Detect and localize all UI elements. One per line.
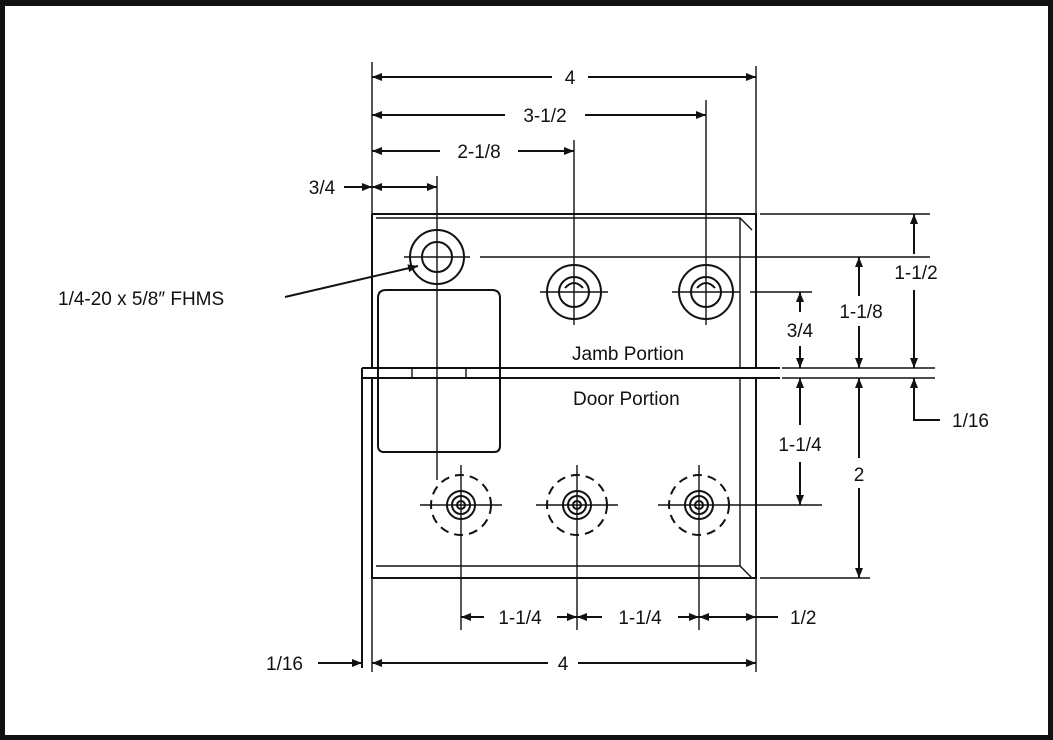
dim-door-height: 2	[854, 378, 865, 578]
dim-overall-bottom: 4	[372, 654, 756, 675]
hinge-joint-line	[361, 367, 780, 668]
screw-callout-text: 1/4-20 x 5/8″ FHMS	[58, 289, 224, 310]
knuckle-leaf	[377, 289, 501, 453]
dim-text: 1/2	[790, 608, 816, 629]
dim-text: 1/16	[952, 411, 989, 432]
dim-text: 1-1/8	[839, 302, 882, 323]
dim-text: 1-1/4	[498, 608, 542, 629]
dim-bottom-spacing-1: 1-1/4	[461, 608, 577, 629]
dim-joint-gap-left: 1/16	[266, 654, 362, 675]
dim-text: 3/4	[787, 321, 814, 342]
dim-text: 1-1/4	[778, 435, 822, 456]
dim-hole1-offset: 3/4	[309, 178, 437, 199]
door-hole-2	[536, 465, 618, 630]
dim-overall-top: 4	[372, 68, 756, 89]
jamb-hole-2	[540, 140, 608, 325]
jamb-portion-label: Jamb Portion	[572, 344, 684, 365]
door-hole-1	[420, 465, 502, 630]
door-portion-label: Door Portion	[573, 389, 680, 410]
dim-bottom-edge-offset: 1/2	[699, 608, 816, 629]
dim-hole-to-joint: 1-1/8	[839, 257, 883, 368]
dim-text: 4	[565, 68, 576, 89]
dim-jamb-height: 1-1/2	[894, 214, 938, 368]
dim-text: 1-1/4	[618, 608, 662, 629]
door-portion-plate	[371, 378, 757, 579]
dim-hole2-offset: 2-1/8	[372, 142, 574, 163]
dim-text: 2-1/8	[457, 142, 500, 163]
door-hole-3	[658, 465, 740, 630]
jamb-hole-3	[672, 100, 740, 325]
dim-text: 3-1/2	[523, 106, 566, 127]
dim-hole3-offset: 3-1/2	[372, 106, 706, 127]
dim-jamb-hole-spacing: 3/4	[787, 292, 814, 368]
dim-text: 1-1/2	[894, 263, 937, 284]
dim-joint-gap-right: 1/16	[910, 378, 989, 432]
dim-text: 1/16	[266, 654, 303, 675]
dim-text: 3/4	[309, 178, 336, 199]
screw-callout: 1/4-20 x 5/8″ FHMS	[58, 264, 419, 310]
dim-bottom-spacing-2: 1-1/4	[577, 608, 699, 629]
joint-gap-right-extension	[782, 367, 935, 379]
dim-door-hole-offset: 1-1/4	[778, 378, 822, 505]
dim-text: 2	[854, 465, 865, 486]
dim-text: 4	[558, 654, 569, 675]
jamb-hole-1	[404, 176, 470, 480]
